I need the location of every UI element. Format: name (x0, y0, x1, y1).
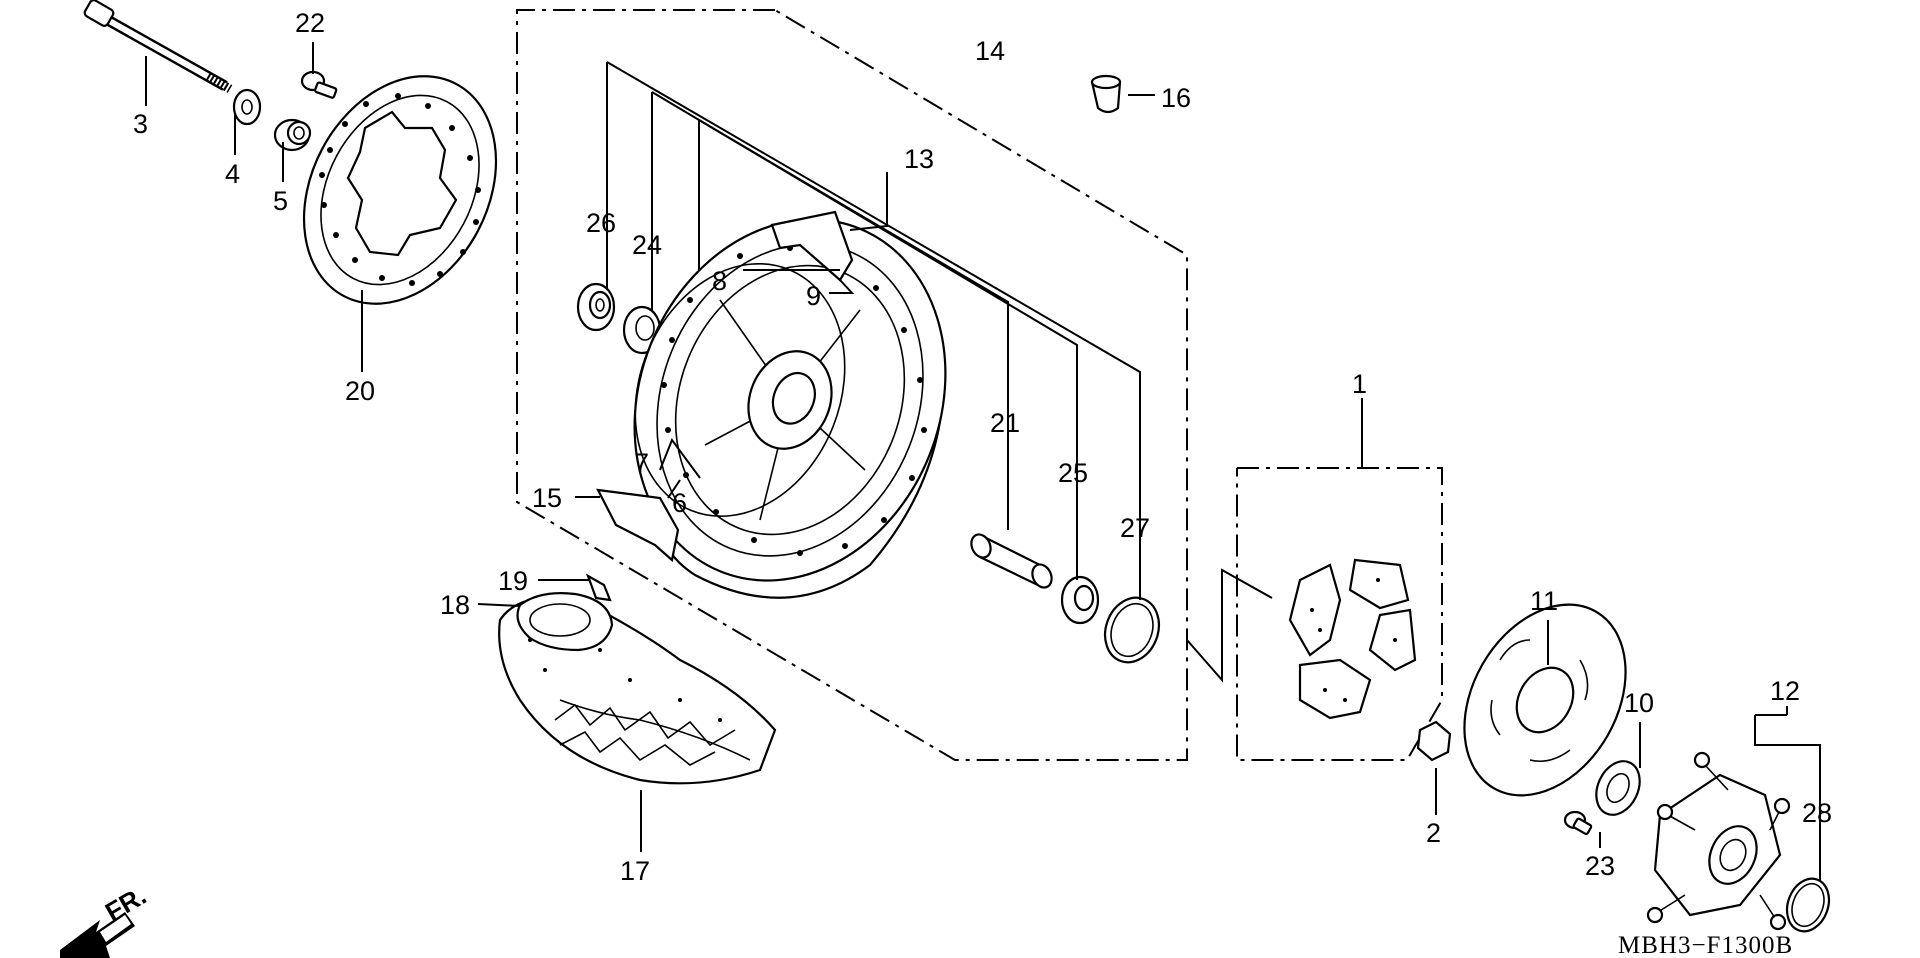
callout-4: 4 (225, 159, 240, 189)
driven-flange (1646, 751, 1791, 931)
distance-collar (970, 533, 1053, 589)
inner-tube-18 (516, 592, 614, 652)
rear-wheel (633, 218, 947, 599)
diagram-code: MBH3−F1300B (1618, 932, 1793, 958)
callout-11: 11 (1530, 586, 1558, 616)
bolt-23 (1563, 810, 1593, 836)
callout-13: 13 (904, 144, 934, 174)
washer-4 (232, 88, 262, 126)
callout-9: 9 (806, 281, 821, 311)
callout-26: 26 (586, 208, 616, 238)
callout-21: 21 (990, 408, 1020, 438)
callout-labels: 1 2 3 4 5 6 7 8 9 10 11 12 13 14 15 16 1… (133, 8, 1832, 886)
hub-damper (1288, 558, 1417, 720)
callout-7: 7 (634, 448, 649, 478)
callout-23: 23 (1585, 851, 1615, 881)
callout-10: 10 (1624, 688, 1654, 718)
callout-14: 14 (975, 36, 1005, 66)
axle-shaft (83, 0, 233, 93)
rim-band (596, 210, 854, 563)
o-ring-27 (1103, 596, 1161, 664)
direction-label: FR. (100, 880, 151, 927)
rim-band-19 (585, 573, 612, 602)
front-direction-arrow: FR. (60, 880, 151, 958)
brake-disc (302, 75, 498, 305)
callout-24: 24 (632, 230, 662, 260)
callout-28: 28 (1802, 798, 1832, 828)
seal-10 (1595, 760, 1641, 816)
leader-lines (145, 42, 1821, 878)
callout-6: 6 (672, 488, 687, 518)
callout-15: 15 (532, 483, 562, 513)
bolt-22 (300, 70, 338, 99)
callout-19: 19 (498, 566, 528, 596)
bearing-26 (576, 282, 616, 332)
callout-2: 2 (1426, 818, 1441, 848)
callout-8: 8 (712, 266, 727, 296)
callout-3: 3 (133, 109, 148, 139)
callout-5: 5 (273, 186, 288, 216)
valve-cap (1090, 74, 1122, 114)
o-ring-28 (1785, 877, 1831, 933)
callout-1: 1 (1352, 369, 1367, 399)
flange-nut (1416, 720, 1452, 762)
callout-20: 20 (345, 376, 375, 406)
callout-25: 25 (1058, 458, 1088, 488)
callout-18: 18 (440, 590, 470, 620)
callout-12: 12 (1770, 676, 1800, 706)
rear-plate-11 (1463, 603, 1627, 797)
callout-27: 27 (1120, 513, 1150, 543)
bearing-25 (1060, 575, 1100, 625)
callout-17: 17 (620, 856, 650, 886)
callout-16: 16 (1161, 83, 1191, 113)
collar-5 (273, 118, 312, 152)
callout-22: 22 (295, 8, 325, 38)
